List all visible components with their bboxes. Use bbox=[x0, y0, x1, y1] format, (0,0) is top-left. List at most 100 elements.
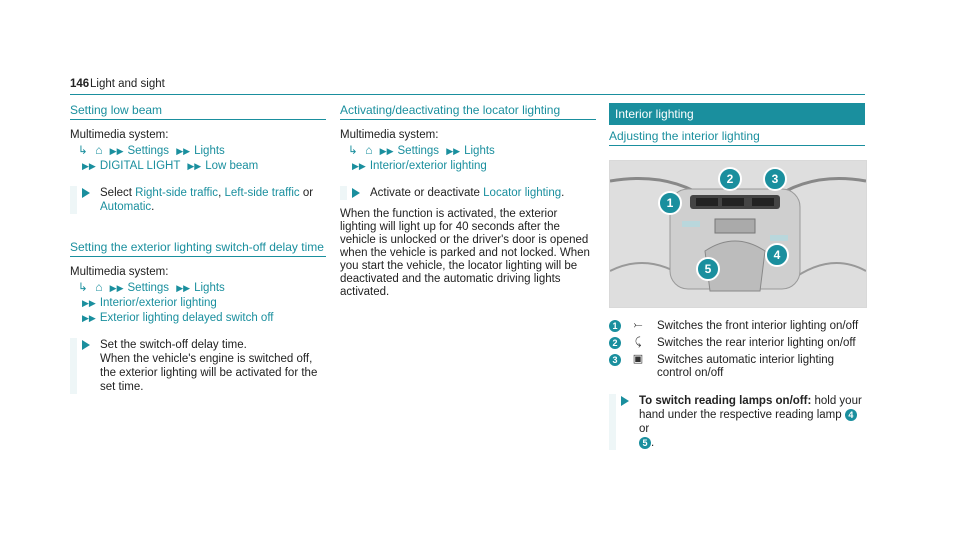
menu-digital-light[interactable]: DIGITAL LIGHT bbox=[99, 160, 181, 172]
home-icon: ⌂ bbox=[365, 143, 373, 157]
menu-settings[interactable]: Settings bbox=[127, 145, 170, 157]
step-select-traffic: Select Right-side traffic, Left-side tra… bbox=[70, 186, 326, 214]
chevron-icon: ▶▶ bbox=[176, 283, 191, 293]
menu-exterior-delay[interactable]: Exterior lighting delayed switch off bbox=[99, 312, 274, 324]
overhead-console-photo: 1 2 3 4 5 bbox=[609, 160, 867, 308]
page-header: 146 Light and sight bbox=[70, 78, 865, 95]
menu-interior-exterior[interactable]: Interior/exterior lighting bbox=[99, 297, 217, 309]
period: . bbox=[651, 437, 655, 449]
legend-item: 2 ⤹ Switches the rear interior lighting … bbox=[609, 336, 865, 350]
step-reading-lamps: To switch reading lamps on/off: hold you… bbox=[609, 394, 865, 450]
heading-interior: Adjusting the interior lighting bbox=[609, 129, 865, 146]
callout-4: 4 bbox=[765, 243, 789, 267]
menu-path: ↳ ⌂ ▶▶Settings ▶▶Lights bbox=[78, 143, 326, 159]
step-text: Activate or deactivate Locator lighting. bbox=[370, 186, 596, 200]
chevron-icon: ▶▶ bbox=[109, 283, 124, 293]
step-bar bbox=[609, 394, 616, 450]
inline-number-4: 4 bbox=[844, 409, 857, 421]
legend: 1 ⤚ Switches the front interior lighting… bbox=[609, 319, 865, 380]
system-label: Multimedia system: bbox=[70, 266, 169, 278]
column-left: Setting low beam Multimedia system: ↳ ⌂ … bbox=[70, 103, 326, 394]
menu-settings[interactable]: Settings bbox=[127, 282, 170, 294]
step-set-delay: Set the switch-off delay time. When the … bbox=[70, 338, 326, 394]
legend-text: Switches automatic interior lighting con… bbox=[657, 354, 835, 379]
system-label: Multimedia system: bbox=[340, 129, 439, 141]
legend-text: Switches the front interior lighting on/… bbox=[657, 320, 859, 332]
menu-low-beam[interactable]: Low beam bbox=[205, 160, 259, 172]
chevron-icon: ▶▶ bbox=[187, 161, 202, 171]
menu-path-3: ▶▶Exterior lighting delayed switch off bbox=[78, 311, 326, 326]
column-middle: Activating/deactivating the locator ligh… bbox=[340, 103, 596, 299]
return-arrow-icon: ↳ bbox=[78, 282, 88, 294]
menu-path-2: ▶▶DIGITAL LIGHT ▶▶Low beam bbox=[78, 159, 326, 174]
menu-lights[interactable]: Lights bbox=[194, 145, 225, 157]
step-description: When the vehicle's engine is switched of… bbox=[100, 353, 318, 393]
step-text: Select Right-side traffic, Left-side tra… bbox=[100, 186, 326, 214]
chevron-icon: ▶▶ bbox=[176, 146, 191, 156]
option-left-side[interactable]: Left-side traffic bbox=[224, 187, 300, 199]
step-arrow-icon bbox=[82, 188, 90, 198]
locator-description: When the function is activated, the exte… bbox=[340, 208, 590, 298]
menu-lights[interactable]: Lights bbox=[194, 282, 225, 294]
option-automatic[interactable]: Automatic bbox=[100, 201, 152, 213]
legend-item: 3 ▣ Switches automatic interior lighting… bbox=[609, 353, 865, 380]
step-bar bbox=[70, 338, 77, 394]
step-bar bbox=[340, 186, 347, 200]
chevron-icon: ▶▶ bbox=[82, 161, 96, 171]
menu-settings[interactable]: Settings bbox=[397, 145, 440, 157]
callout-1: 1 bbox=[658, 191, 682, 215]
period: . bbox=[561, 187, 565, 199]
home-icon: ⌂ bbox=[95, 280, 103, 294]
menu-interior-exterior[interactable]: Interior/exterior lighting bbox=[369, 160, 487, 172]
chevron-icon: ▶▶ bbox=[352, 161, 366, 171]
column-right: Interior lighting Adjusting the interior… bbox=[609, 103, 867, 450]
inline-number-5: 5 bbox=[639, 437, 651, 449]
step-prefix: Activate or deactivate bbox=[370, 187, 484, 199]
heading-low-beam: Setting low beam bbox=[70, 103, 326, 120]
section-banner: Interior lighting bbox=[609, 103, 865, 125]
period: . bbox=[151, 201, 155, 213]
step-arrow-icon bbox=[352, 188, 360, 198]
legend-number: 2 bbox=[609, 337, 621, 349]
callout-2: 2 bbox=[718, 167, 742, 191]
front-light-icon: ⤚ bbox=[633, 319, 643, 331]
or-text: or bbox=[639, 423, 650, 435]
step-locator: Activate or deactivate Locator lighting. bbox=[340, 186, 596, 200]
chevron-icon: ▶▶ bbox=[379, 146, 394, 156]
chevron-icon: ▶▶ bbox=[109, 146, 124, 156]
page-number: 146 bbox=[70, 78, 90, 90]
step-arrow-icon bbox=[621, 396, 629, 406]
legend-number: 3 bbox=[609, 354, 621, 366]
callout-5: 5 bbox=[696, 257, 720, 281]
return-arrow-icon: ↳ bbox=[78, 145, 88, 157]
menu-path: ↳ ⌂ ▶▶Settings ▶▶Lights bbox=[78, 280, 326, 296]
option-locator-lighting[interactable]: Locator lighting bbox=[483, 187, 562, 199]
menu-path: ↳ ⌂ ▶▶Settings ▶▶Lights bbox=[348, 143, 596, 159]
option-right-side[interactable]: Right-side traffic bbox=[135, 187, 219, 199]
rear-light-icon: ⤹ bbox=[634, 336, 642, 348]
chevron-icon: ▶▶ bbox=[82, 313, 96, 323]
comma: , bbox=[218, 187, 225, 199]
menu-lights[interactable]: Lights bbox=[464, 145, 495, 157]
step-prefix: Select bbox=[100, 187, 136, 199]
chevron-icon: ▶▶ bbox=[446, 146, 461, 156]
step-arrow-icon bbox=[82, 340, 90, 350]
heading-locator: Activating/deactivating the locator ligh… bbox=[340, 103, 596, 120]
reading-bold: To switch reading lamps on/off: bbox=[639, 395, 812, 407]
callout-3: 3 bbox=[763, 167, 787, 191]
legend-number: 1 bbox=[609, 320, 621, 332]
home-icon: ⌂ bbox=[95, 143, 103, 157]
or-text: or bbox=[299, 187, 314, 199]
page-title: Light and sight bbox=[90, 78, 165, 90]
step-bar bbox=[70, 186, 77, 214]
reading-text: hold your hand under the respective read… bbox=[639, 395, 862, 421]
legend-item: 1 ⤚ Switches the front interior lighting… bbox=[609, 319, 865, 333]
system-label: Multimedia system: bbox=[70, 129, 169, 141]
auto-light-icon: ▣ bbox=[632, 353, 644, 365]
legend-text: Switches the rear interior lighting on/o… bbox=[657, 337, 856, 349]
menu-path-2: ▶▶Interior/exterior lighting bbox=[78, 296, 326, 311]
menu-path-2: ▶▶Interior/exterior lighting bbox=[348, 159, 596, 174]
console-illustration bbox=[610, 161, 866, 307]
heading-exterior: Setting the exterior lighting switch-off… bbox=[70, 240, 326, 257]
step-text: Set the switch-off delay time. bbox=[100, 339, 247, 351]
